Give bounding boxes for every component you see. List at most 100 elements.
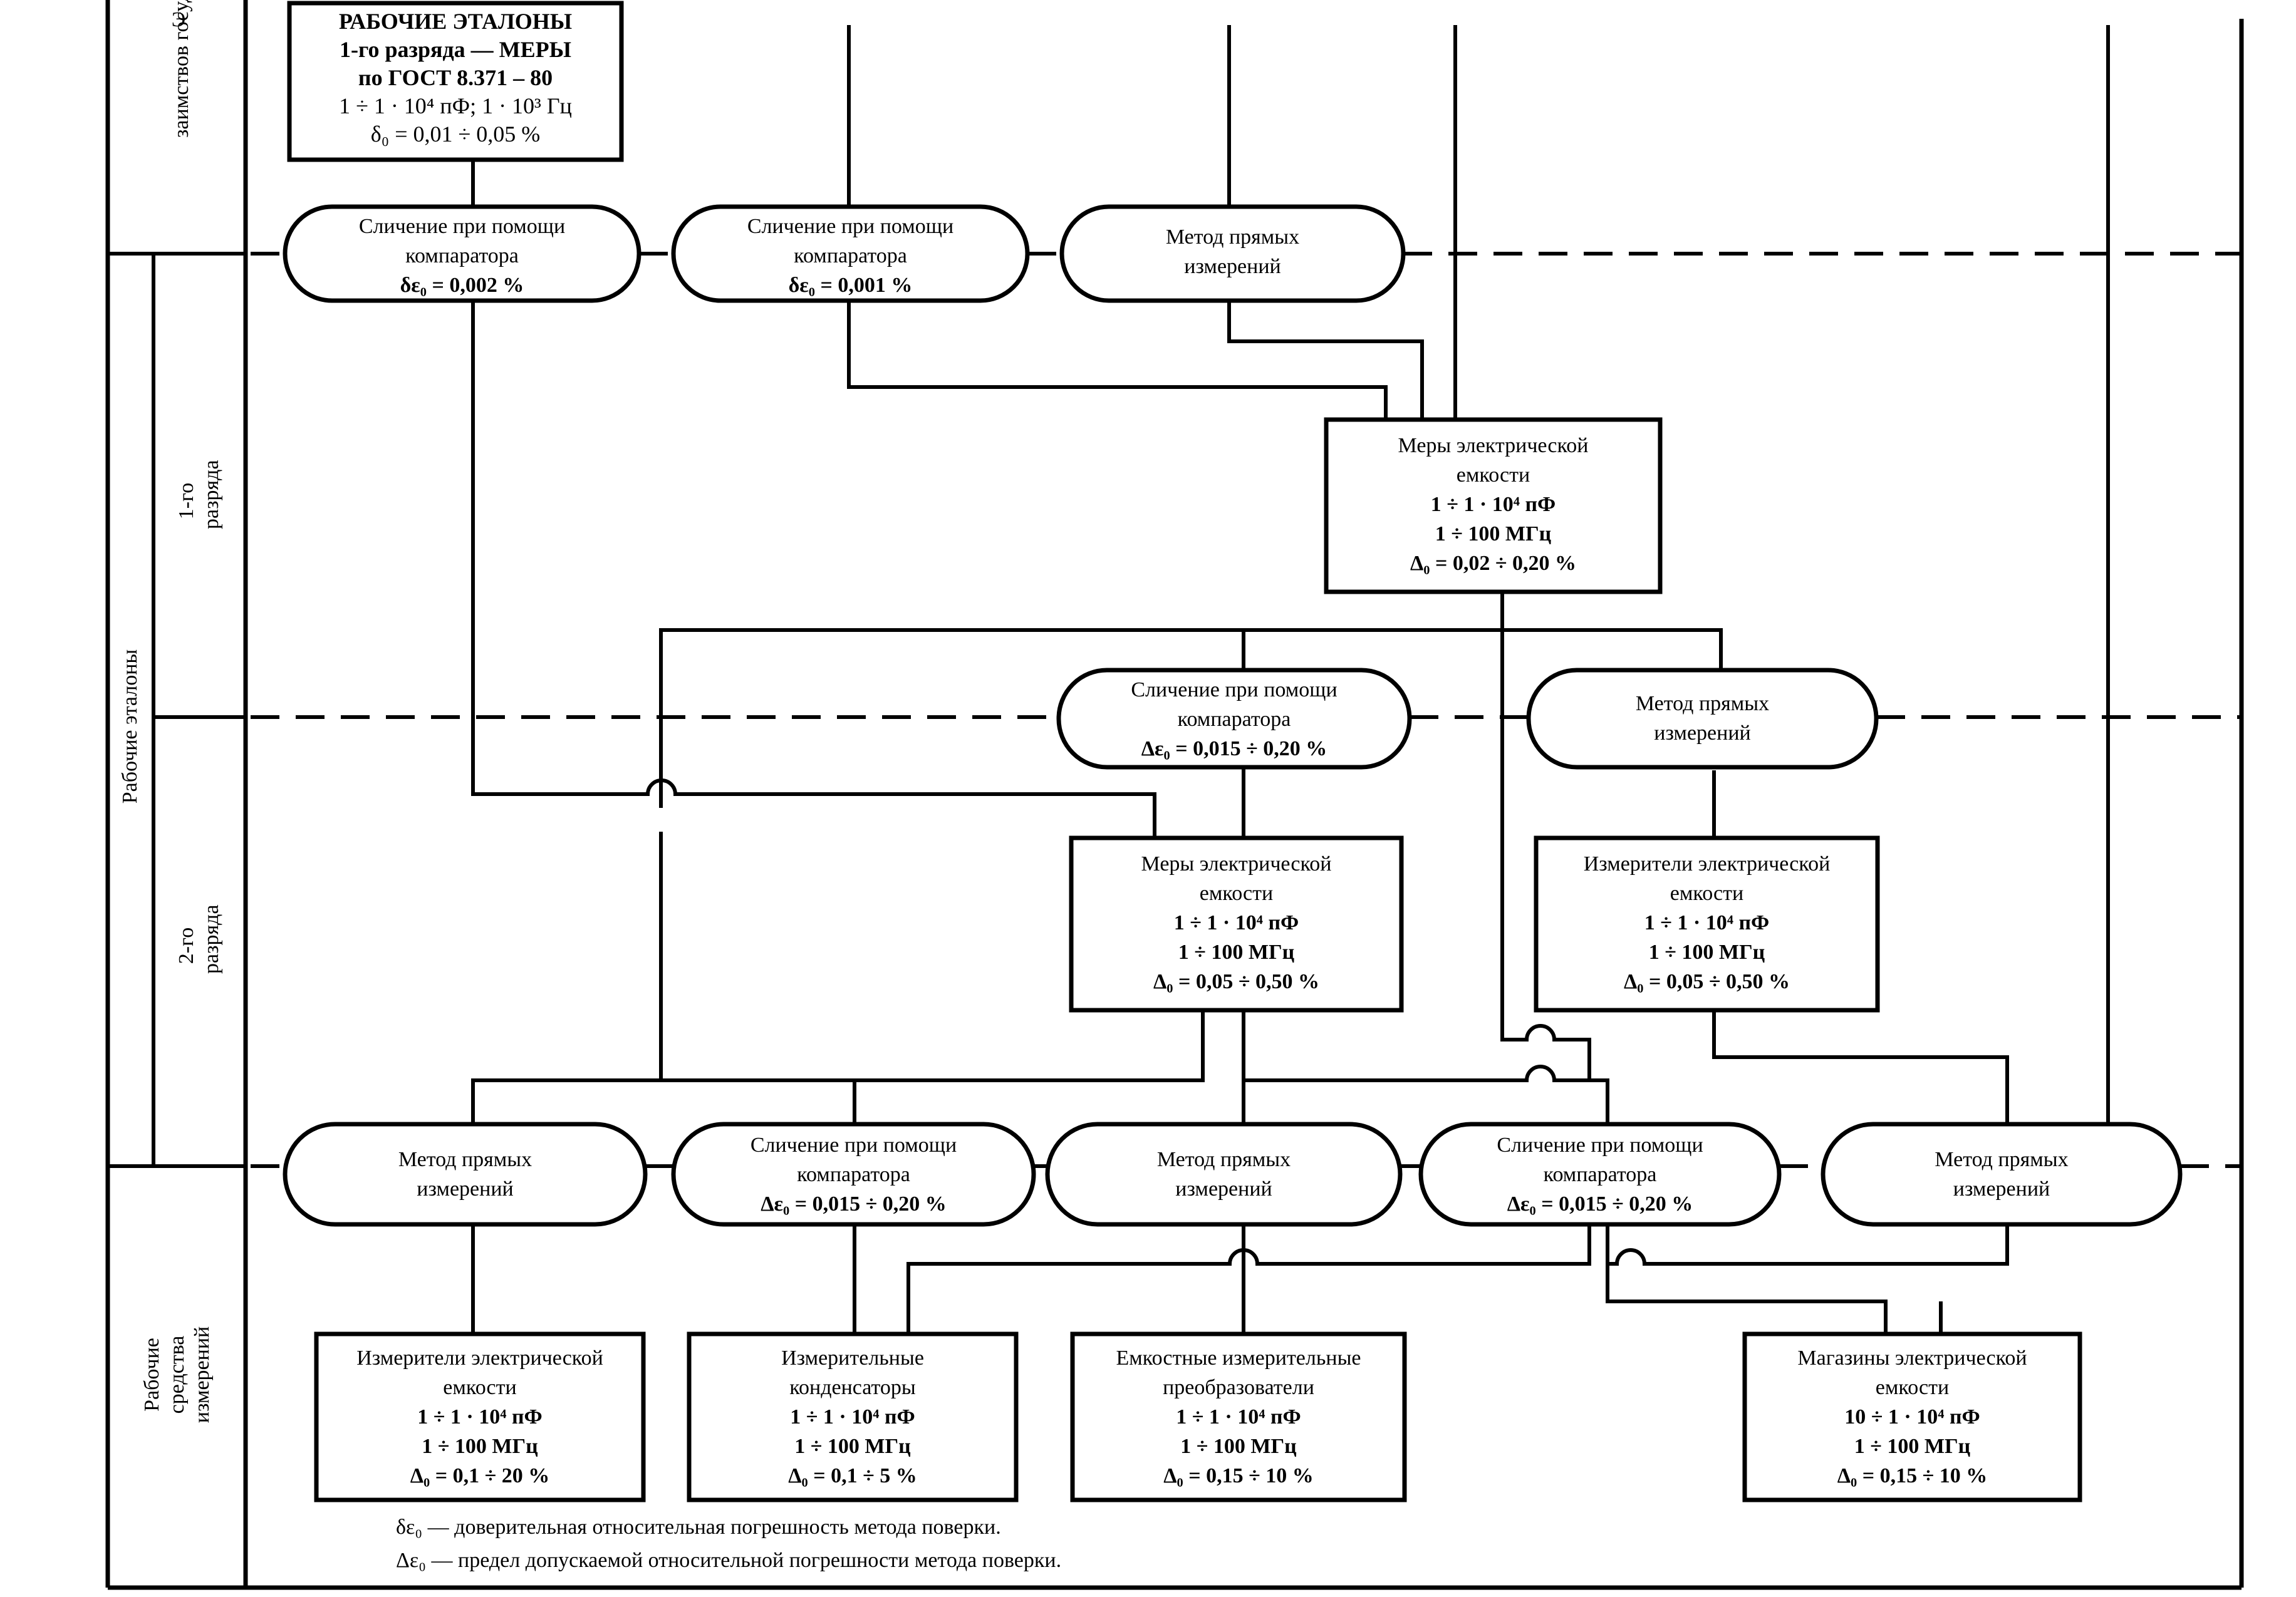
comparator-1a-line1: Сличение при помощи <box>358 215 566 238</box>
direct-2-line2: измерений <box>1654 721 1751 745</box>
measures-rank2-text: Меры электрической емкости 1 ÷ 1 · 10⁴ п… <box>1071 849 1401 996</box>
top-box-text: РАБОЧИЕ ЭТАЛОНЫ 1-го разряда — МЕРЫ по Г… <box>289 8 621 148</box>
meters-rank2-line3: 1 ÷ 1 · 10⁴ пФ <box>1644 911 1770 934</box>
measures-rank1-line2: емкости <box>1456 463 1530 487</box>
transducers-working-line4: 1 ÷ 100 МГц <box>1180 1435 1297 1458</box>
comparator-1b-line1: Сличение при помощи <box>747 215 954 238</box>
direct-method-node-1 <box>1059 204 1406 303</box>
comparator-3b-line1: Сличение при помощи <box>1497 1134 1703 1157</box>
comparator-node-1b <box>671 204 1030 303</box>
direct-1-line2: измерений <box>1184 255 1281 278</box>
comparator-3b-text: Сличение при помощи компаратора Δε₀ = 0,… <box>1421 1130 1779 1219</box>
comparator-node-3a <box>671 1122 1036 1227</box>
measures-rank1-box <box>1324 417 1663 594</box>
transducers-working-line5: Δ₀ = 0,15 ÷ 10 % <box>1163 1464 1314 1487</box>
side-label-working-instruments: Рабочие средства измерений <box>140 1326 214 1424</box>
direct-3a-line2: измерений <box>417 1177 514 1201</box>
transducers-working-line1: Емкостные измерительные <box>1116 1346 1361 1370</box>
transducers-working-line3: 1 ÷ 1 · 10⁴ пФ <box>1176 1405 1301 1429</box>
top-box-line2: по ГОСТ 8.371 – 80 <box>358 65 553 90</box>
meters-working-line1: Измерители электрической <box>356 1346 603 1370</box>
direct-3b-line1: Метод прямых <box>1156 1148 1291 1171</box>
comparator-2-line1: Сличение при помощи <box>1131 678 1338 701</box>
direct-method-node-3a <box>283 1122 648 1227</box>
capacitors-working-line3: 1 ÷ 1 · 10⁴ пФ <box>790 1405 915 1429</box>
measures-rank2-line2: емкости <box>1199 882 1274 905</box>
capacitors-working-text: Измерительные конденсаторы 1 ÷ 1 · 10⁴ п… <box>689 1343 1016 1491</box>
measures-rank2-line3: 1 ÷ 1 · 10⁴ пФ <box>1173 911 1299 934</box>
comparator-1b-text: Сличение при помощи компаратора δε₀ = 0,… <box>673 212 1027 300</box>
side-label-working-standards: Рабочие эталоны <box>118 649 142 804</box>
capacity-boxes-line3: 10 ÷ 1 · 10⁴ пФ <box>1844 1405 1980 1429</box>
comparator-3a-line3: Δε₀ = 0,015 ÷ 0,20 % <box>761 1192 947 1216</box>
comparator-2-line2: компаратора <box>1177 708 1291 731</box>
direct-3a-text: Метод прямых измерений <box>285 1145 645 1204</box>
comparator-3a-text: Сличение при помощи компаратора Δε₀ = 0,… <box>673 1130 1034 1219</box>
legend-line-2: Δε₀ — предел допускаемой относительной п… <box>396 1549 1062 1572</box>
measures-rank1-line3: 1 ÷ 1 · 10⁴ пФ <box>1430 493 1556 516</box>
measures-rank1-text: Меры электрической емкости 1 ÷ 1 · 10⁴ п… <box>1326 431 1660 578</box>
measures-rank2-line4: 1 ÷ 100 МГц <box>1178 941 1295 964</box>
meters-working-box <box>314 1331 646 1502</box>
meters-rank2-line4: 1 ÷ 100 МГц <box>1648 941 1765 964</box>
top-box-line4: δ₀ = 0,01 ÷ 0,05 % <box>370 121 541 147</box>
direct-2-text: Метод прямых измерений <box>1529 689 1876 748</box>
capacitors-working-line5: Δ₀ = 0,1 ÷ 5 % <box>788 1464 917 1487</box>
side-label-first-rank: 1-го разряда <box>175 460 223 529</box>
comparator-1b-line2: компаратора <box>794 244 907 267</box>
measures-rank2-line1: Меры электрической <box>1141 852 1332 876</box>
measures-rank2-line5: Δ₀ = 0,05 ÷ 0,50 % <box>1153 970 1320 993</box>
legend-line-1: δε₀ — доверительная относительная погреш… <box>396 1516 1001 1539</box>
direct-1-line1: Метод прямых <box>1165 225 1300 249</box>
direct-3c-line2: измерений <box>1953 1177 2050 1201</box>
measures-rank1-line1: Меры электрической <box>1398 434 1589 457</box>
comparator-2-text: Сличение при помощи компаратора Δε₀ = 0,… <box>1059 675 1410 763</box>
direct-3b-text: Метод прямых измерений <box>1047 1145 1400 1204</box>
direct-method-node-3b <box>1045 1122 1403 1227</box>
comparator-node-2 <box>1056 668 1412 770</box>
meters-rank2-line5: Δ₀ = 0,05 ÷ 0,50 % <box>1623 970 1790 993</box>
measures-rank1-line5: Δ₀ = 0,02 ÷ 0,20 % <box>1410 552 1577 575</box>
meters-working-line3: 1 ÷ 1 · 10⁴ пФ <box>417 1405 543 1429</box>
capacity-boxes-line1: Магазины электрической <box>1797 1346 2027 1370</box>
transducers-working-box <box>1070 1331 1407 1502</box>
meters-rank2-line2: емкости <box>1670 882 1744 905</box>
meters-rank2-line1: Измерители электрической <box>1583 852 1831 876</box>
transducers-working-text: Емкостные измерительные преобразователи … <box>1073 1343 1405 1491</box>
meters-working-text: Измерители электрической емкости 1 ÷ 1 ·… <box>316 1343 643 1491</box>
meters-working-line4: 1 ÷ 100 МГц <box>422 1435 538 1458</box>
comparator-1a-line3: δε₀ = 0,002 % <box>400 274 524 297</box>
comparator-3b-line3: Δε₀ = 0,015 ÷ 0,20 % <box>1507 1192 1693 1216</box>
meters-working-line2: емкости <box>443 1376 517 1399</box>
side-label-second-rank: 2-го разряда <box>175 904 223 974</box>
transducers-working-line2: преобразователи <box>1163 1376 1314 1399</box>
comparator-1b-line3: δε₀ = 0,001 % <box>788 274 913 297</box>
side-label-symbol: Э <box>171 8 186 31</box>
capacity-boxes-line4: 1 ÷ 100 МГц <box>1854 1435 1971 1458</box>
meters-rank2-box <box>1534 835 1880 1013</box>
top-box-title: РАБОЧИЕ ЭТАЛОНЫ <box>338 9 573 34</box>
meters-rank2-text: Измерители электрической емкости 1 ÷ 1 ·… <box>1536 849 1878 996</box>
capacity-boxes-line5: Δ₀ = 0,15 ÷ 10 % <box>1837 1464 1988 1487</box>
comparator-1a-text: Сличение при помощи компаратора δε₀ = 0,… <box>285 212 639 300</box>
comparator-3a-line2: компаратора <box>797 1163 910 1186</box>
direct-method-node-2 <box>1526 668 1879 770</box>
comparator-node-3b <box>1418 1122 1782 1227</box>
meters-working-line5: Δ₀ = 0,1 ÷ 20 % <box>410 1464 550 1487</box>
direct-3c-line1: Метод прямых <box>1935 1148 2069 1171</box>
measures-rank2-box <box>1069 835 1404 1013</box>
direct-3b-line2: измерений <box>1175 1177 1272 1201</box>
comparator-node-1a <box>283 204 642 303</box>
comparator-3b-line2: компаратора <box>1543 1163 1657 1186</box>
capacitors-working-box <box>687 1331 1019 1502</box>
direct-3c-text: Метод прямых измерений <box>1823 1145 2180 1204</box>
capacitors-working-line4: 1 ÷ 100 МГц <box>794 1435 911 1458</box>
top-box-line3: 1 ÷ 1 · 10⁴ пФ; 1 · 10³ Гц <box>339 93 572 118</box>
direct-2-line1: Метод прямых <box>1635 692 1770 715</box>
top-standards-box <box>287 1 624 162</box>
direct-3a-line1: Метод прямых <box>398 1148 532 1171</box>
measures-rank1-line4: 1 ÷ 100 МГц <box>1435 522 1552 545</box>
top-box-line1: 1-го разряда — МЕРЫ <box>340 37 571 62</box>
comparator-2-line3: Δε₀ = 0,015 ÷ 0,20 % <box>1141 737 1327 760</box>
